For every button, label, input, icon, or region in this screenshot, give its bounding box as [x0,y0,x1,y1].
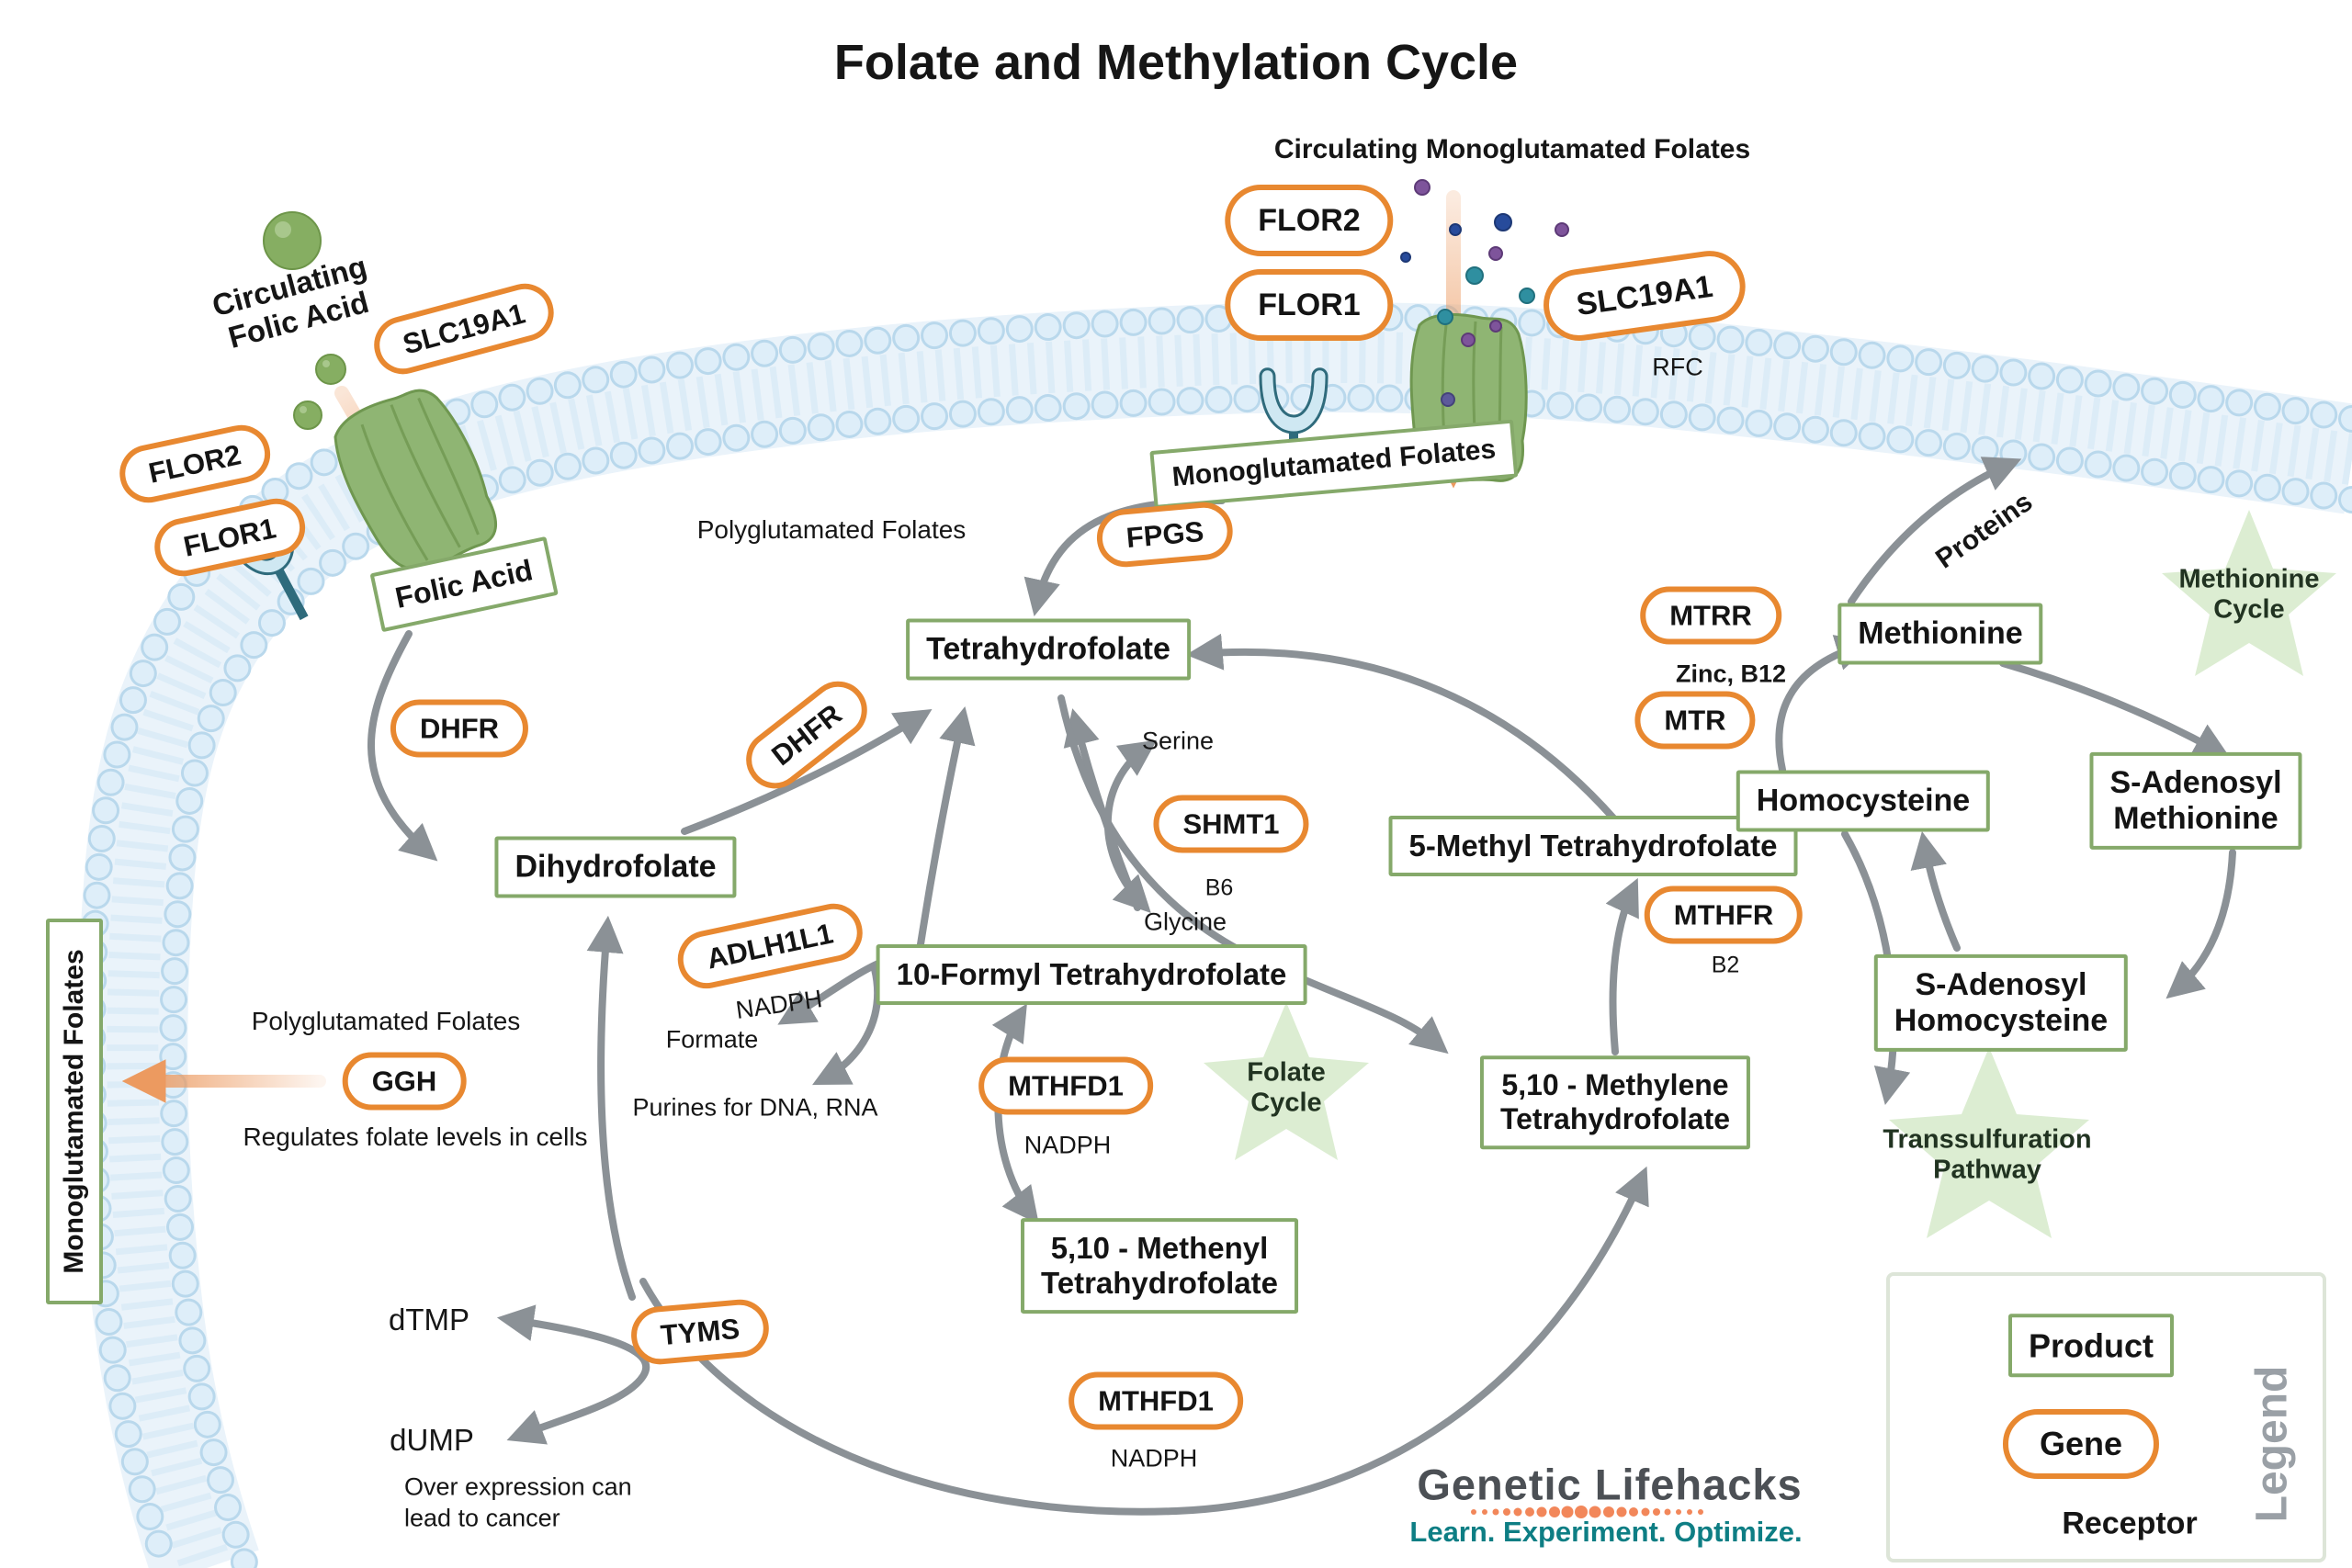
legend-title: Legend [2247,1365,2297,1523]
logo-dots [1471,1506,1703,1518]
product-monoglutamated-left: Monoglutamated Folates [46,919,103,1304]
circulating-monoglutamated-label: Circulating Monoglutamated Folates [1273,134,1751,164]
arrow-to-formate [777,959,884,1025]
b6-label: B6 [1204,874,1234,901]
product-sam: S-Adenosyl Methionine [2089,751,2302,851]
nadph-top-label: NADPH [1023,1131,1112,1159]
folate-cycle-star [1204,1002,1369,1160]
product-5methyl-thf: 5-Methyl Tetrahydrofolate [1388,816,1798,876]
product-dihydrofolate: Dihydrofolate [494,836,737,898]
arrow-dhf-to-thf [681,709,933,835]
logo-genetic-lifehacks: Genetic Lifehacks [1417,1460,1803,1509]
arrow-sweep-to-methylene [639,1166,1649,1516]
product-methenyl-thf: 5,10 - Methenyl Tetrahydrofolate [1021,1218,1298,1314]
gene-mthfr: MTHFR [1644,886,1804,944]
gene-mtrr: MTRR [1640,586,1781,645]
pathway-stars [1204,510,2336,1238]
regulates-label: Regulates folate levels in cells [243,1122,588,1151]
product-tetrahydrofolate: Tetrahydrofolate [906,618,1191,681]
polyglutamated-left-label: Polyglutamated Folates [251,1007,521,1035]
arrow-dtmp-dump [496,1304,650,1445]
legend-product: Product [2007,1314,2175,1378]
folate-cycle-label: Folate Cycle [1247,1057,1326,1118]
arrow-10formyl-to-thf [917,706,976,948]
formate-label: Formate [665,1025,759,1054]
product-10formyl-thf: 10-Formyl Tetrahydrofolate [876,944,1307,1005]
arrow-5methyl-to-thf [1185,633,1621,826]
overexpression-note: Over expression can lead to cancer [404,1472,632,1531]
b2-label: B2 [1711,952,1740,978]
zinc-b12-label: Zinc, B12 [1675,660,1787,688]
methionine-cycle-star [2162,510,2336,676]
gene-flor2-top: FLOR2 [1225,185,1394,256]
polyglutamated-center-label: Polyglutamated Folates [696,515,967,544]
legend-receptor-label: Receptor [2062,1506,2198,1541]
arrow-folicacid-to-dhf [368,630,438,862]
arrow-serine-glycine [1103,739,1158,913]
transsulfuration-star [1889,1047,2089,1238]
gene-flor1-top: FLOR1 [1225,269,1394,341]
product-homocysteine: Homocysteine [1736,770,1991,832]
arrow-methionine-to-sam [1999,660,2231,759]
transsulfuration-label: Transsulfuration Pathway [1883,1124,2092,1185]
page-title: Folate and Methylation Cycle [833,35,1519,90]
monoglutamated-folate-dots [1400,179,1575,407]
rfc-label: RFC [1652,353,1703,381]
gene-shmt1: SHMT1 [1153,795,1309,853]
gene-mthfd1-top: MTHFD1 [978,1056,1153,1115]
methionine-cycle-label: Methionine Cycle [2178,564,2320,625]
arrow-sah-to-homocysteine [1910,830,1961,952]
legend-gene: Gene [2002,1409,2160,1479]
product-methionine: Methionine [1838,603,2043,665]
arrow-methionine-to-proteins [1848,457,2022,605]
nadph-bottom-label: NADPH [1110,1444,1198,1472]
gene-dhfr-left: DHFR [390,699,529,758]
dtmp-label: dTMP [388,1303,470,1337]
logo-tagline: Learn. Experiment. Optimize. [1409,1516,1803,1548]
purines-label: Purines for DNA, RNA [632,1093,878,1122]
serine-label: Serine [1141,727,1215,755]
arrow-sam-to-sah [2165,849,2236,999]
arrow-tyms-to-dhf [586,915,636,1301]
gene-mthfd1-bottom: MTHFD1 [1069,1371,1243,1430]
glycine-label: Glycine [1143,908,1227,936]
folic-acid-spheres [263,211,346,430]
product-sah: S-Adenosyl Homocysteine [1873,953,2129,1053]
arrow-to-purines [812,965,882,1086]
gene-mtr: MTR [1634,691,1756,750]
dump-label: dUMP [390,1423,474,1457]
arrow-methylene-to-5methyl [1605,877,1639,1055]
gene-ggh: GGH [342,1052,467,1111]
product-methylene-thf: 5,10 - Methylene Tetrahydrofolate [1479,1055,1751,1149]
transporter-protein-left [334,389,498,571]
